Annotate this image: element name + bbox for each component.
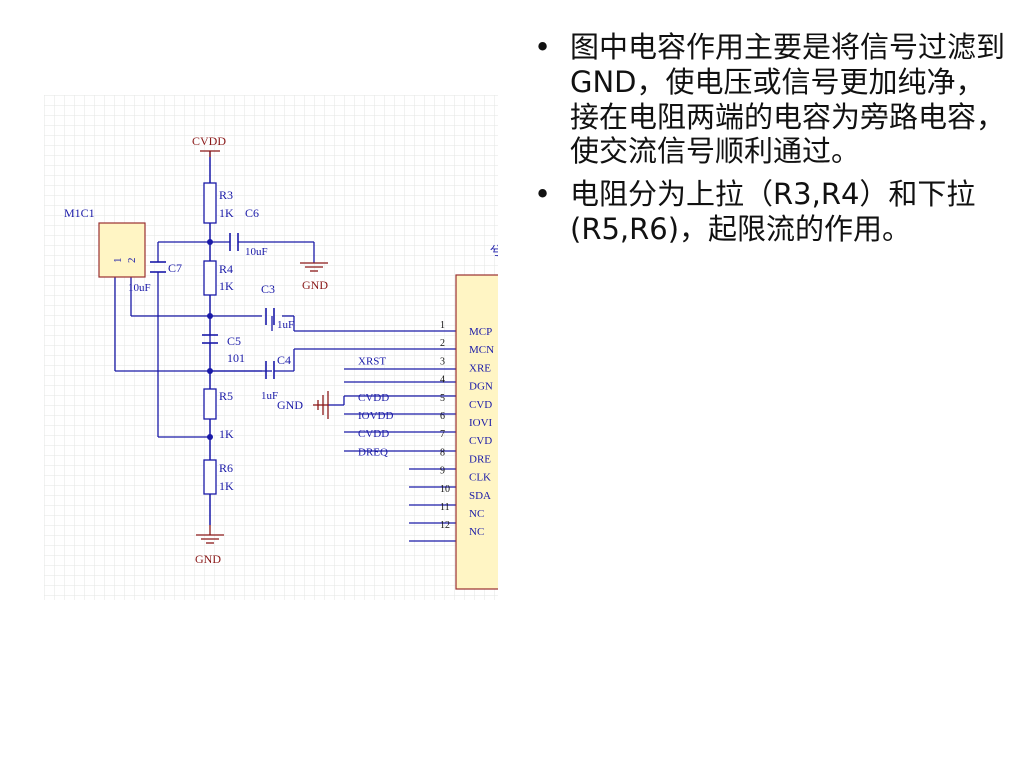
resistor-r3 xyxy=(203,182,217,224)
circuit-schematic: CVDD GND GND GND R3 1K R4 1K R5 1K R6 1K xyxy=(44,95,498,600)
ic-pin-name: IOVI xyxy=(469,417,493,429)
r4-ref: R4 xyxy=(219,262,233,276)
schematic-grid xyxy=(44,95,498,600)
r3-ref: R3 xyxy=(219,188,233,202)
cvdd-power-symbol xyxy=(200,150,220,157)
net-label: DREQ xyxy=(358,446,388,458)
ic-pin-name: DGN xyxy=(469,381,493,393)
resistor-r4 xyxy=(203,260,217,296)
r5-ref: R5 xyxy=(219,389,233,403)
ic-pin-number: 4 xyxy=(440,375,445,386)
ic-pin-number: 1 xyxy=(440,320,445,331)
ic-pin-name: SDA xyxy=(469,490,491,502)
ic-pin-number: 11 xyxy=(440,502,450,513)
c5-ref: C5 xyxy=(227,334,241,348)
ic-pin-number: 7 xyxy=(440,429,445,440)
m1c1-body xyxy=(98,222,146,278)
c3-value: 1uF xyxy=(277,319,294,331)
gnd-symbol-mid xyxy=(313,391,329,419)
r4-value: 1K xyxy=(219,279,234,293)
ic-pin-name: MCP xyxy=(469,326,492,338)
bullet-text: 图中电容作用主要是将信号过滤到GND，使电压或信号更加纯净，接在电阻两端的电容为… xyxy=(570,30,1006,169)
r3-value: 1K xyxy=(219,206,234,220)
c6-ref: C6 xyxy=(245,206,259,220)
ic-pin-name: DRE xyxy=(469,453,491,465)
r6-ref: R6 xyxy=(219,461,233,475)
r6-value: 1K xyxy=(219,479,234,493)
bullet-item: • 电阻分为上拉（R3,R4）和下拉(R5,R6)，起限流的作用。 xyxy=(530,177,1010,247)
ic-pin-name: CVD xyxy=(469,399,492,411)
explanation-bullets: • 图中电容作用主要是将信号过滤到GND，使电压或信号更加纯净，接在电阻两端的电… xyxy=(530,30,1010,255)
ic-pin-number: 3 xyxy=(440,356,445,367)
wires xyxy=(114,151,456,542)
gnd-symbol-right xyxy=(300,262,328,272)
ic-pin-name: NC xyxy=(469,526,484,538)
c7-ref: C7 xyxy=(168,261,182,275)
bullet-marker: • xyxy=(534,30,552,64)
ic-pin-name: CVD xyxy=(469,435,492,447)
ic-pin-name: XRE xyxy=(469,362,491,374)
ic-body xyxy=(455,274,498,590)
resistor-r6 xyxy=(203,459,217,495)
c7-value: 10uF xyxy=(128,282,151,294)
c4-value: 1uF xyxy=(261,390,278,402)
gnd-label-right: GND xyxy=(302,278,328,292)
net-label: XRST xyxy=(358,355,386,367)
m1c1-pin2: 2 xyxy=(126,258,138,264)
c3-ref: C3 xyxy=(261,282,275,296)
net-label: CVDD xyxy=(358,392,389,404)
ic-pin-name: NC xyxy=(469,508,484,520)
gnd-symbol-bottom xyxy=(196,525,224,544)
ic-pin-number: 12 xyxy=(440,520,450,531)
bullet-text: 电阻分为上拉（R3,R4）和下拉(R5,R6)，起限流的作用。 xyxy=(570,177,976,246)
ic-pin-number: 5 xyxy=(440,393,445,404)
ic-pin-number: 8 xyxy=(440,447,445,458)
ic-pin-number: 9 xyxy=(440,466,445,477)
bullet-item: • 图中电容作用主要是将信号过滤到GND，使电压或信号更加纯净，接在电阻两端的电… xyxy=(530,30,1010,169)
ic-pin-name: CLK xyxy=(469,472,491,484)
ic-pin-number: 10 xyxy=(440,484,450,495)
ic-pin-number: 6 xyxy=(440,411,445,422)
gnd-label-bottom: GND xyxy=(195,552,221,566)
net-label: CVDD xyxy=(358,428,389,440)
ic-pins: 1MCP2MCN3XREXRST4DGN5CVDCVDD6IOVIIOVDD7C… xyxy=(358,320,494,538)
m1c1-pin1: 1 xyxy=(112,258,124,264)
c6-value: 10uF xyxy=(245,246,268,258)
bullet-marker: • xyxy=(534,177,552,212)
resistor-r5 xyxy=(203,388,217,420)
ic-pin-name: MCN xyxy=(469,344,494,356)
m1c1-ref: M1C1 xyxy=(64,206,95,220)
c4-ref: C4 xyxy=(277,353,291,367)
resistors xyxy=(203,182,217,495)
ic-top-char: 兮 xyxy=(490,244,498,258)
cvdd-label: CVDD xyxy=(192,134,226,148)
capacitors xyxy=(150,233,275,379)
net-label: IOVDD xyxy=(358,410,393,422)
c5-value: 101 xyxy=(227,351,245,365)
ic-pin-number: 2 xyxy=(440,338,445,349)
r5-value: 1K xyxy=(219,427,234,441)
gnd-label-mid: GND xyxy=(277,398,303,412)
